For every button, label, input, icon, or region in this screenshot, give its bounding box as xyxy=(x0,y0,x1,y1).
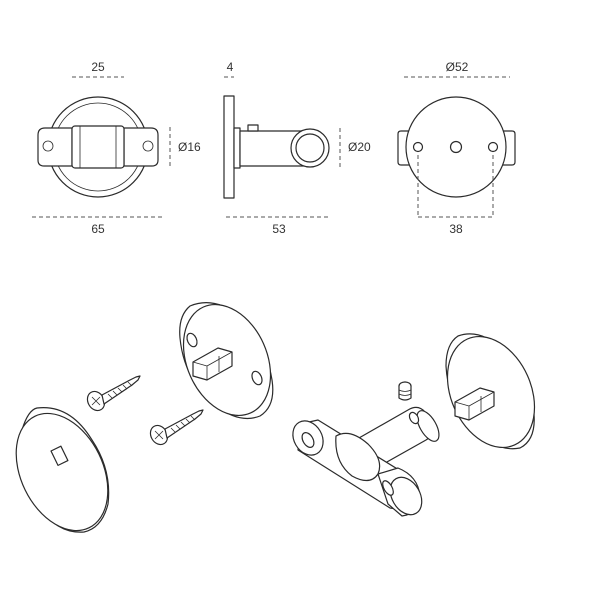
dim-label-53: 53 xyxy=(272,222,286,236)
hook-body xyxy=(292,406,440,517)
mounting-lug xyxy=(192,347,233,381)
back-rosette-lug xyxy=(454,387,495,421)
front-hook-right xyxy=(123,127,159,167)
hook-knob-right-slot xyxy=(382,480,394,496)
dim-label-38: 38 xyxy=(449,222,463,236)
set-screw xyxy=(398,381,412,401)
dim-label-d20: Ø20 xyxy=(348,140,371,154)
wall-screw-lower xyxy=(149,409,204,446)
exploded-view xyxy=(15,302,536,533)
back-view xyxy=(397,96,516,217)
back-screw-hole-right xyxy=(487,141,499,153)
side-wall-plate xyxy=(223,95,235,199)
mounting-hole-left xyxy=(186,332,198,348)
dim-label-65: 65 xyxy=(91,222,105,236)
back-center-hole xyxy=(449,140,463,154)
cover-square-hole xyxy=(50,445,69,466)
dim-label-4: 4 xyxy=(227,60,234,74)
front-hook-right-end xyxy=(142,140,154,152)
hook-knob-left-slot xyxy=(301,432,315,448)
side-view xyxy=(223,95,330,199)
front-hook-left-end xyxy=(42,140,54,152)
cover-disc-face xyxy=(15,412,109,532)
mounting-plate xyxy=(179,302,274,419)
side-rosette-collar xyxy=(233,127,241,169)
screw-lower-shank xyxy=(164,409,204,439)
screw-lower-cross-icon xyxy=(154,430,164,440)
hook-stem-slot xyxy=(408,411,420,425)
front-center-body xyxy=(71,125,125,169)
dim-label-d52: Ø52 xyxy=(446,60,469,74)
back-screw-hole-left xyxy=(412,141,424,153)
front-hook-left xyxy=(37,127,73,167)
screw-upper-shank xyxy=(101,375,141,405)
mounting-hole-right xyxy=(251,370,263,386)
side-knob-inner xyxy=(295,133,325,163)
side-set-screw xyxy=(247,124,259,132)
wall-screw-upper xyxy=(86,375,141,412)
dim-label-d16: Ø16 xyxy=(178,140,201,154)
set-screw-body xyxy=(398,385,412,401)
front-view xyxy=(37,96,159,198)
dim-label-25: 25 xyxy=(91,60,105,74)
hook-knob-right xyxy=(389,476,423,516)
cover-disc xyxy=(15,407,110,533)
screw-upper-cross-icon xyxy=(91,396,101,406)
hook-stem-end xyxy=(416,410,440,442)
back-rosette xyxy=(445,333,536,450)
